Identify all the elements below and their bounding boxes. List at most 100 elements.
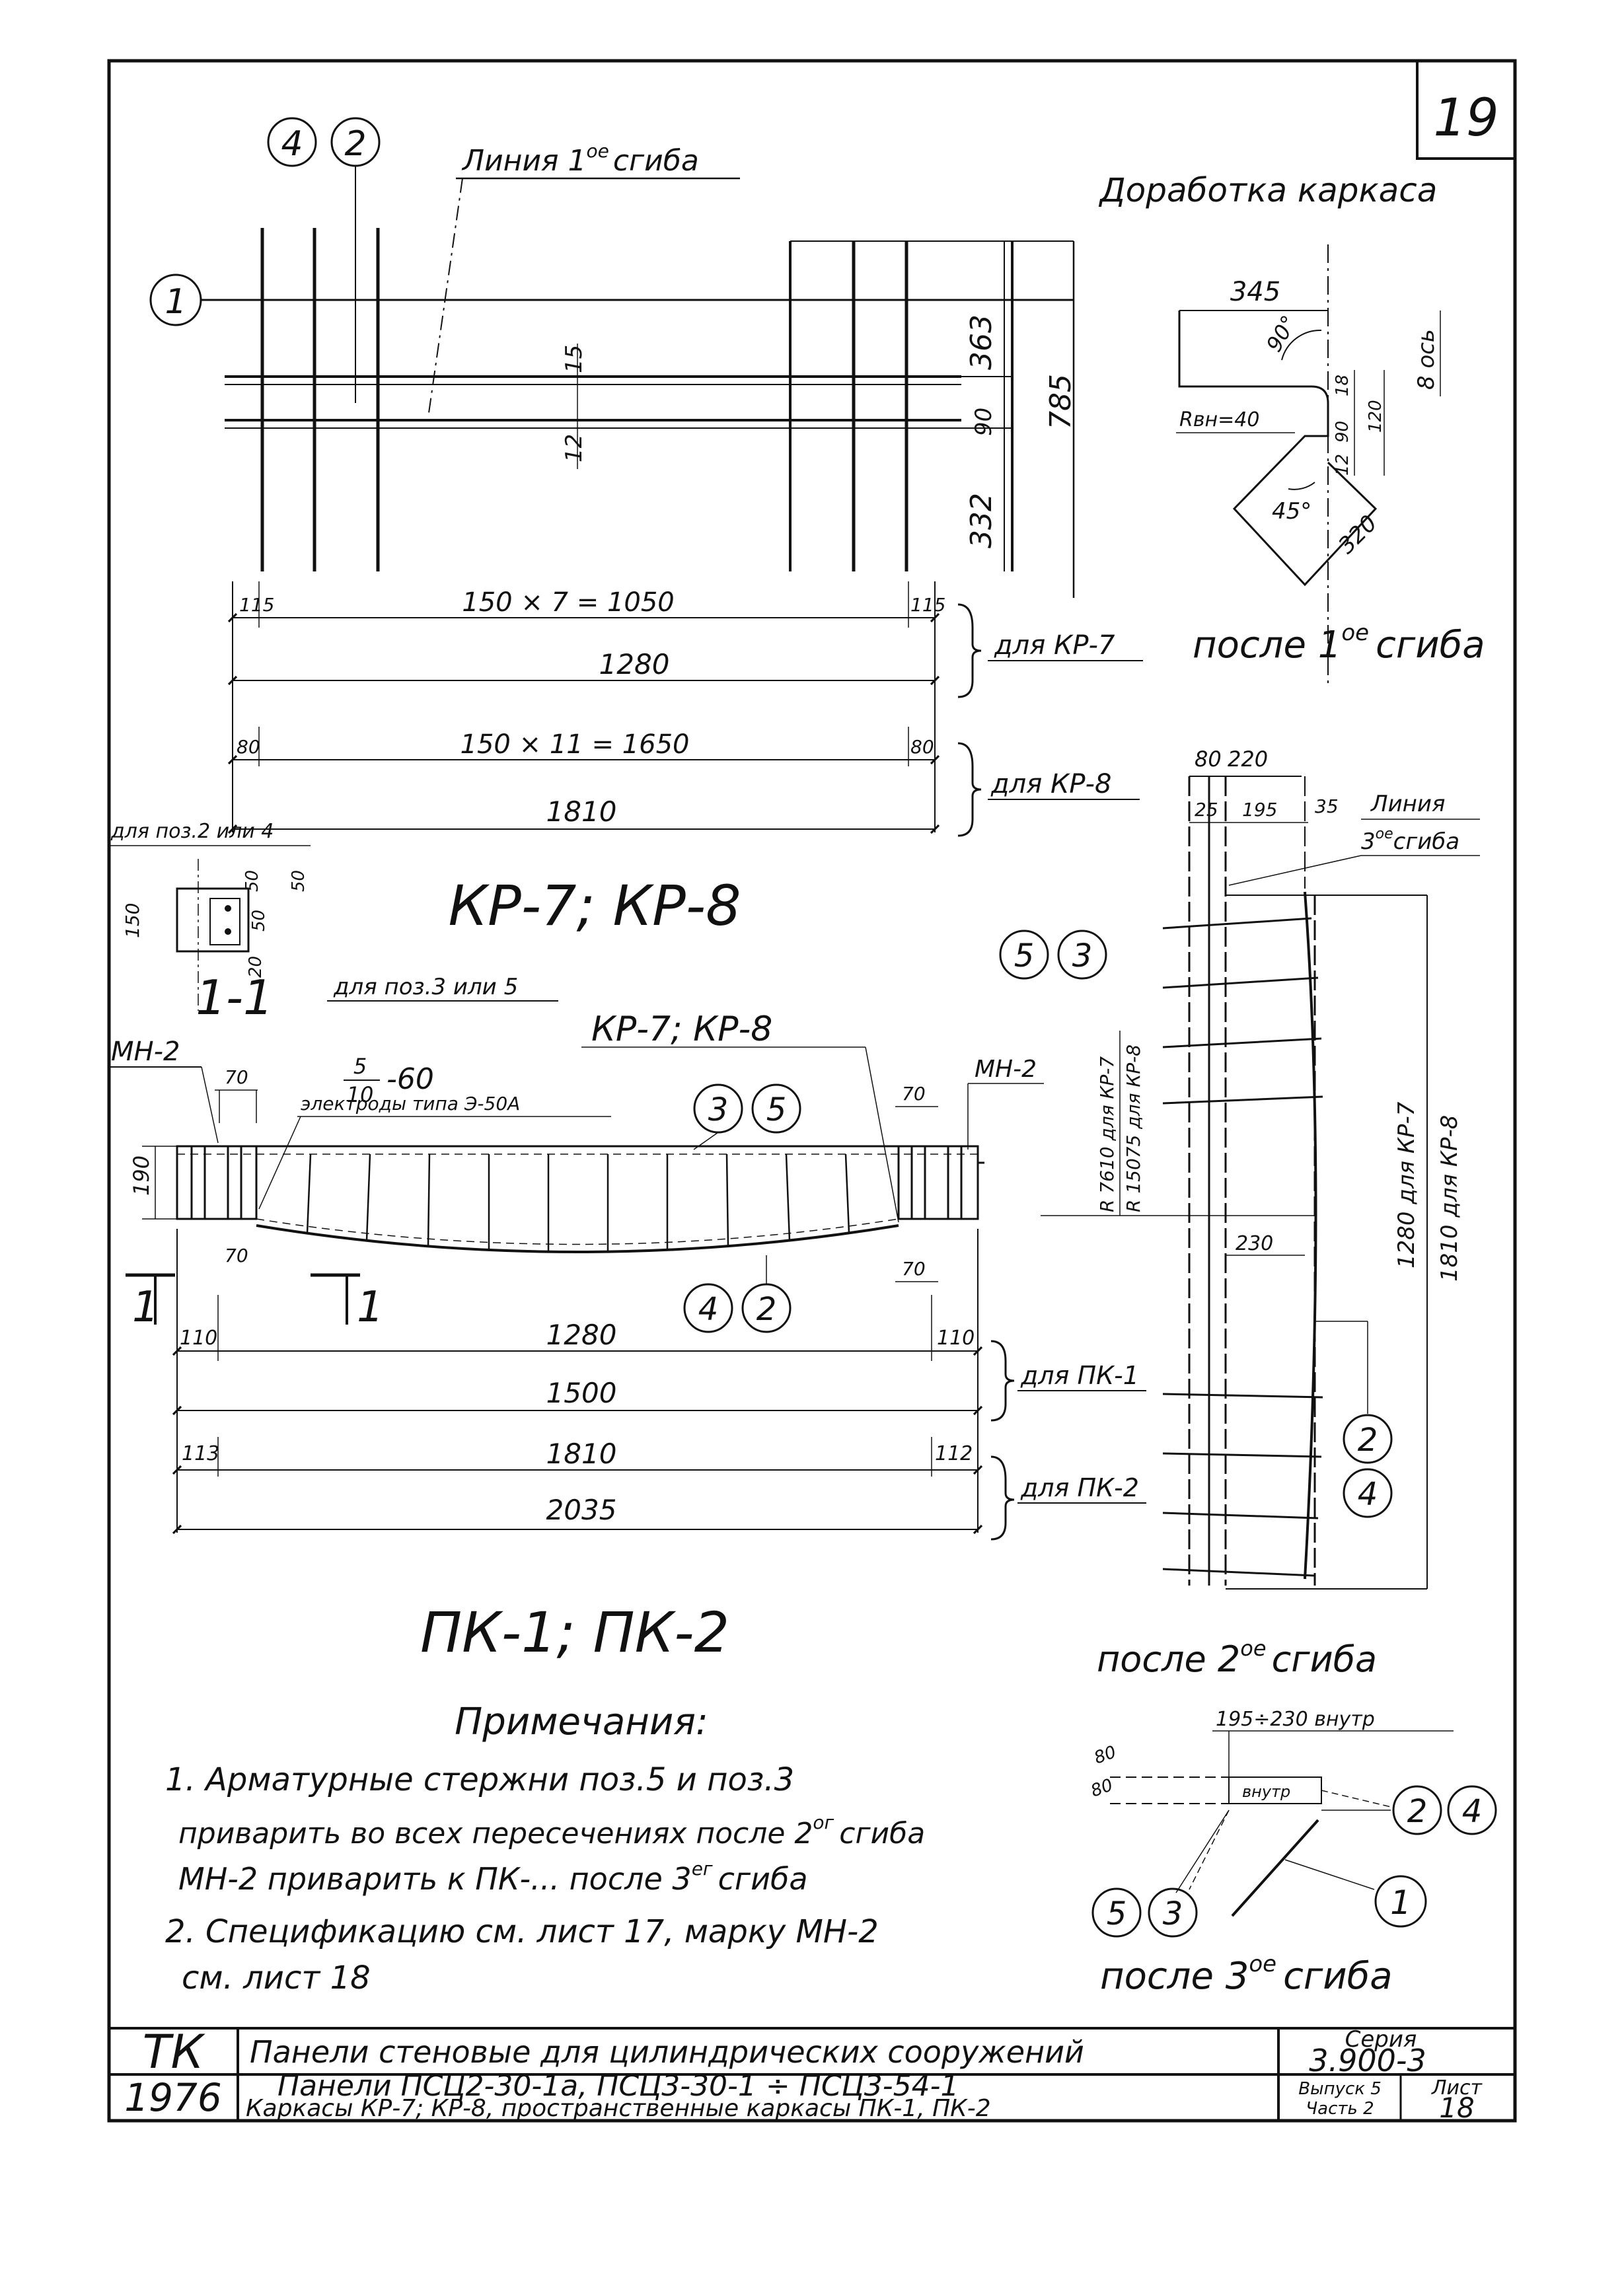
notes: Примечания: 1. Арматурные стержни поз.5 … bbox=[165, 1701, 925, 1996]
svg-text:МН-2: МН-2 bbox=[975, 1056, 1037, 1083]
truss-verticals bbox=[306, 1153, 850, 1252]
pos-2-balloon-lower: 2 bbox=[741, 1283, 792, 1333]
svg-text:2: 2 bbox=[1407, 1793, 1428, 1830]
svg-text:18: 18 bbox=[1333, 375, 1352, 396]
pos-1-balloon: 1 bbox=[149, 274, 202, 326]
svg-text:КР-7; КР-8: КР-7; КР-8 bbox=[591, 1009, 772, 1049]
pos-2-balloon: 2 bbox=[330, 117, 381, 167]
svg-text:363: 363 bbox=[965, 314, 998, 370]
svg-text:8 ось: 8 ось bbox=[1413, 329, 1440, 390]
svg-text:80: 80 bbox=[237, 736, 260, 758]
svg-text:1280: 1280 bbox=[546, 1319, 617, 1351]
svg-text:70: 70 bbox=[902, 1258, 926, 1280]
svg-text:для поз.3 или 5: для поз.3 или 5 bbox=[333, 974, 518, 1000]
svg-text:345: 345 bbox=[1230, 277, 1280, 307]
kr-title: КР-7; КР-8 bbox=[448, 873, 741, 938]
svg-text:220: 220 bbox=[1228, 747, 1268, 772]
svg-text:12: 12 bbox=[1333, 454, 1352, 476]
pos-2-balloon-br: 2 bbox=[1392, 1785, 1442, 1835]
svg-text:80: 80 bbox=[1195, 747, 1222, 772]
section-mark-left: 1 bbox=[126, 1273, 175, 1332]
svg-text:3оесгиба: 3оесгиба bbox=[1361, 826, 1459, 855]
svg-text:для ПК-1: для ПК-1 bbox=[1020, 1361, 1139, 1390]
svg-text:90: 90 bbox=[1333, 421, 1352, 443]
svg-text:4: 4 bbox=[281, 124, 303, 164]
svg-text:50: 50 bbox=[289, 870, 309, 892]
pos-5-balloon-right: 5 bbox=[999, 930, 1049, 980]
title-block: ТК 1976 Панели стеновые для цилиндрическ… bbox=[109, 2025, 1515, 2124]
section-mark-right: 1 bbox=[311, 1273, 384, 1332]
svg-text:для ПК-2: для ПК-2 bbox=[1020, 1473, 1139, 1502]
svg-text:2: 2 bbox=[344, 124, 366, 164]
sheet-label: Лист bbox=[1431, 2076, 1483, 2100]
svg-text:1500: 1500 bbox=[546, 1377, 617, 1409]
svg-text:1280: 1280 bbox=[599, 648, 670, 680]
svg-text:1280 для КР-7: 1280 для КР-7 bbox=[1393, 1101, 1420, 1268]
svg-text:785: 785 bbox=[1044, 374, 1078, 429]
svg-text:80: 80 bbox=[1091, 1742, 1119, 1769]
svg-text:Линия: Линия bbox=[1370, 791, 1445, 817]
svg-text:1810 для КР-8: 1810 для КР-8 bbox=[1436, 1115, 1463, 1282]
svg-text:1: 1 bbox=[1390, 1884, 1411, 1922]
pos-5-balloon-br: 5 bbox=[1091, 1887, 1142, 1938]
svg-text:для КР-8: для КР-8 bbox=[990, 769, 1111, 799]
pos-5-balloon: 5 bbox=[751, 1083, 801, 1134]
series-value: 3.900-3 bbox=[1309, 2043, 1426, 2078]
rework-title: Доработка каркаса bbox=[1099, 171, 1438, 209]
sheet-number: 19 bbox=[1433, 89, 1498, 148]
after-3rd-bend-detail: 195÷230 внутр 80 80 внутр 2 4 5 3 bbox=[1088, 1708, 1497, 1998]
title-row-2b: Каркасы КР-7; КР-8, пространственные кар… bbox=[246, 2095, 991, 2122]
svg-text:110: 110 bbox=[937, 1327, 975, 1350]
pos-4-balloon-right: 4 bbox=[1343, 1468, 1393, 1518]
org-mark: ТК bbox=[143, 2025, 206, 2079]
pos-4-balloon: 4 bbox=[267, 117, 317, 167]
svg-text:4: 4 bbox=[698, 1291, 719, 1328]
pos-1-balloon-br: 1 bbox=[1374, 1875, 1427, 1928]
svg-text:2: 2 bbox=[1358, 1422, 1378, 1459]
year: 1976 bbox=[124, 2075, 222, 2120]
svg-text:1: 1 bbox=[165, 282, 186, 322]
pos-3-balloon-br: 3 bbox=[1148, 1887, 1198, 1938]
svg-text:195: 195 bbox=[1242, 799, 1277, 821]
svg-text:внутр: внутр bbox=[1242, 1782, 1290, 1801]
svg-text:150 × 11 = 1650: 150 × 11 = 1650 bbox=[461, 729, 690, 760]
svg-text:70: 70 bbox=[225, 1066, 248, 1088]
svg-text:3: 3 bbox=[708, 1091, 729, 1128]
svg-text:12: 12 bbox=[561, 434, 587, 462]
lower-view-pk: для поз.3 или 5 МН-2 КР-7; КР-8 5 10 -60… bbox=[109, 974, 1146, 1665]
notes-title: Примечания: bbox=[455, 1701, 708, 1743]
svg-text:для поз.2 или 4: для поз.2 или 4 bbox=[110, 820, 274, 843]
svg-text:230: 230 bbox=[1236, 1232, 1273, 1255]
svg-text:5: 5 bbox=[766, 1091, 787, 1128]
svg-text:70: 70 bbox=[225, 1245, 248, 1266]
svg-text:150: 150 bbox=[122, 903, 143, 938]
series-label: Серия bbox=[1345, 2026, 1417, 2053]
svg-text:10: 10 bbox=[347, 1082, 374, 1107]
pos-2-balloon-right: 2 bbox=[1343, 1414, 1393, 1464]
sheet-frame bbox=[107, 59, 1517, 2123]
svg-text:Rвн=40: Rвн=40 bbox=[1179, 408, 1259, 431]
svg-text:150 × 7 = 1050: 150 × 7 = 1050 bbox=[462, 587, 674, 618]
pk-title: ПК-1; ПК-2 bbox=[420, 1600, 729, 1665]
svg-text:5: 5 bbox=[1107, 1895, 1127, 1932]
svg-text:4: 4 bbox=[1358, 1476, 1378, 1513]
svg-text:R 7610 для КР-7: R 7610 для КР-7 bbox=[1096, 1056, 1118, 1212]
svg-text:1810: 1810 bbox=[546, 1438, 617, 1470]
issue-label: Выпуск 5 bbox=[1298, 2079, 1382, 2099]
right-view: 80 220 25 195 35 Линия 3оесгиба bbox=[999, 747, 1480, 1680]
svg-text:R 15075 для КР-8: R 15075 для КР-8 bbox=[1123, 1044, 1144, 1212]
title-row-2a: Панели ПСЦ2-30-1а, ПСЦ3-30-1 ÷ ПСЦ3-54-1 bbox=[277, 2069, 959, 2103]
svg-text:45°: 45° bbox=[1272, 498, 1311, 525]
section-1-1: для поз.2 или 4 150 50 50 50 20 1-1 bbox=[109, 820, 311, 1025]
svg-text:электроды типа Э-50А: электроды типа Э-50А bbox=[301, 1093, 520, 1115]
svg-text:90: 90 bbox=[971, 408, 997, 436]
svg-text:112: 112 bbox=[935, 1442, 973, 1465]
svg-text:115: 115 bbox=[910, 594, 945, 616]
title-row-1: Панели стеновые для цилиндрических соору… bbox=[250, 2034, 1084, 2070]
svg-text:2035: 2035 bbox=[546, 1494, 617, 1526]
